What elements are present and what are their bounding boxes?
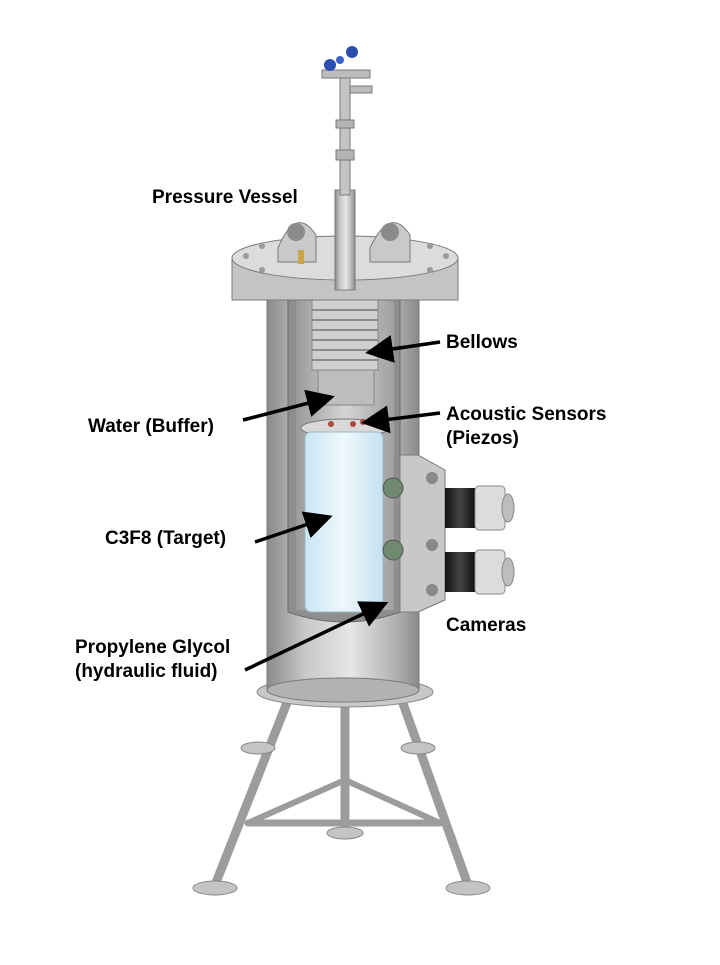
arrow-water — [242, 389, 335, 422]
arrow-target — [254, 511, 333, 544]
camera-housing — [382, 454, 446, 613]
annotation-arrows — [242, 335, 441, 672]
bellows-part — [311, 299, 379, 406]
label-propylene-glycol: Propylene Glycol (hydraulic fluid) — [75, 636, 230, 684]
arrow-bellows — [365, 335, 441, 363]
label-glycol-line1: Propylene Glycol — [75, 637, 231, 658]
top-flange — [231, 222, 459, 301]
label-glycol-line2: (hydraulic fluid) — [75, 661, 218, 682]
label-acoustic-sensors: Acoustic Sensors (Piezos) — [446, 403, 607, 451]
tripod-stand — [210, 690, 473, 890]
central-tube — [334, 69, 356, 291]
camera-upper — [445, 485, 515, 531]
label-acoustic-line2: (Piezos) — [446, 428, 519, 449]
camera-lower — [445, 549, 515, 595]
label-water-buffer: Water (Buffer) — [88, 416, 214, 437]
label-target: C3F8 (Target) — [105, 528, 227, 549]
label-acoustic-line1: Acoustic Sensors — [446, 404, 607, 425]
tripod-feet — [192, 741, 491, 896]
valve-assembly — [321, 46, 373, 94]
arrow-glycol — [244, 601, 389, 672]
arrow-acoustic — [361, 405, 441, 434]
label-pressure-vessel: Pressure Vessel — [152, 187, 298, 208]
label-cameras: Cameras — [446, 615, 527, 636]
label-bellows: Bellows — [446, 332, 518, 353]
